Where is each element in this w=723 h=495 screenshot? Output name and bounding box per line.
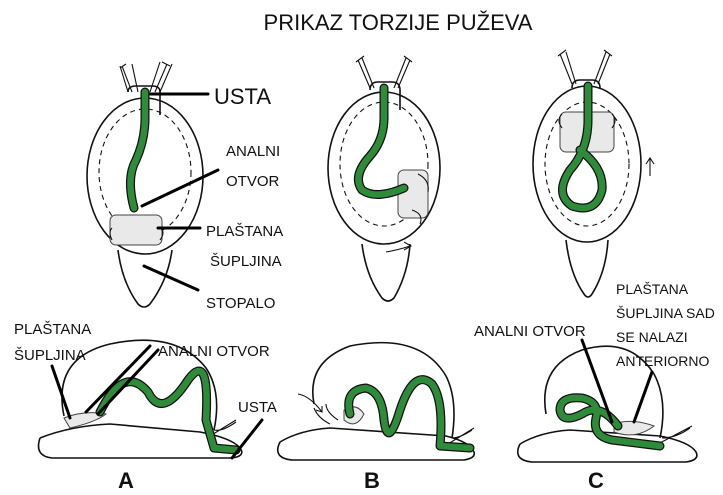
rotation-arrow [298,394,322,412]
label-anus-line2: OTVOR [226,173,280,190]
label-c-mantle-line1: PLAŠTANA [616,281,689,297]
gut [130,92,145,208]
top-snail-c [533,50,654,297]
foot-pointer [144,266,198,290]
label-a-mouth: USTA [238,399,277,416]
label-c-mantle-line4: ANTERIORNO [616,353,709,369]
a-anus-pointer-2 [86,346,150,412]
label-mouth: USTA [214,84,271,109]
diagram-title: PRIKAZ TORZIJE PUŽEVA [264,10,533,35]
stage-label-b: B [364,468,380,493]
foot-outline [566,240,608,297]
foot-outline [362,244,410,301]
c-mantle-pointer [634,372,652,422]
label-c-mantle-line3: SE NALAZI [616,329,688,345]
label-a-anus: ANALNI OTVOR [158,343,270,360]
label-foot: STOPALO [206,295,275,312]
label-a-mantle-line2: ŠUPLJINA [14,347,86,364]
top-snail-b [328,56,440,301]
rotation-arrow [646,158,654,176]
foot-outline [118,250,172,307]
bottom-snail-b [278,343,475,460]
label-anus-line1: ANALNI [226,143,280,160]
a-anus-pointer [98,350,158,414]
mantle-cavity [110,215,162,245]
label-mantle-line1: PLAŠTANA [206,223,283,240]
label-a-mantle-line1: PLAŠTANA [14,321,91,338]
stage-label-a: A [118,468,134,493]
label-mantle-line2: ŠUPLJINA [210,253,282,270]
label-c-mantle-line2: ŠUPLJINA SAD [616,305,715,321]
stage-label-c: C [588,468,604,493]
gut [358,88,404,195]
a-mouth-pointer [232,420,262,458]
label-c-anus: ANALNI OTVOR [474,323,586,340]
anus-pointer [142,170,218,206]
